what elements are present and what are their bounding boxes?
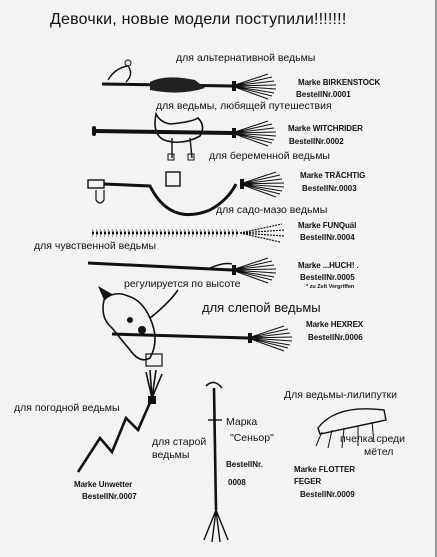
caption-item-5: для чувственной ведьмы	[34, 240, 157, 252]
broom-hexrex	[98, 286, 293, 367]
broom-funqual	[92, 223, 285, 243]
broom-huch	[87, 257, 277, 284]
brand-item-5: Marke ...HUCH! .	[298, 261, 359, 270]
brand-item-1: Marke BIRKENSTOCK	[298, 78, 381, 87]
caption-item-3: для беременной ведьмы	[209, 150, 330, 162]
order-item-4: BestellNr.0004	[300, 233, 355, 242]
brand-item-6: Marke HEXREX	[306, 320, 364, 329]
brand-item-8-line1: Марка	[226, 416, 258, 428]
order-item-3: BestellNr.0003	[302, 184, 357, 193]
order-item-8-line1: BestellNr.	[226, 460, 263, 469]
note-item-5: * zu Zeit Vergriffen	[306, 284, 355, 290]
brand-item-3: Marke TRÄCHTIG	[300, 171, 366, 180]
order-item-1: BestellNr.0001	[296, 90, 351, 99]
caption-item-4: для садо-мазо ведьмы	[216, 204, 328, 216]
order-item-2: BestellNr.0002	[289, 137, 344, 146]
brand-item-2: Marke WITCHRIDER	[288, 124, 363, 133]
broom-trachtig	[87, 171, 285, 216]
order-item-5: BestellNr.0005	[300, 273, 355, 282]
caption-item-2: для ведьмы, любящей путешествия	[156, 100, 332, 112]
brand-item-9-line1: Marke FLOTTER	[294, 465, 355, 474]
caption2-item-9-line2: мётел	[364, 446, 394, 458]
brand-item-4: Marke FUNQuäl	[298, 221, 357, 230]
brand-item-9-line2: FEGER	[294, 477, 322, 486]
caption2-item-9-line1: пчелка среди	[340, 433, 406, 445]
caption-item-8-line1: для старой	[152, 436, 207, 448]
order-item-9: BestellNr.0009	[300, 490, 355, 499]
page-title: Девочки, новые модели поступили!!!!!!!	[50, 11, 347, 28]
broom-unwetter	[76, 369, 163, 473]
brand-item-8-line2: "Сеньор"	[230, 432, 274, 444]
caption-item-1: для альтернативной ведьмы	[176, 52, 316, 64]
height-adjustable-caption: регулируется по высоте	[124, 278, 241, 290]
caption-item-7: для погодной ведьмы	[14, 402, 120, 414]
brand-item-7: Marke Unwetter	[74, 480, 133, 489]
caption-item-9: Для ведьмы-лилипутки	[284, 389, 397, 401]
broom-witchrider	[92, 111, 277, 161]
broom-senior	[203, 381, 229, 543]
order-item-6: BestellNr.0006	[308, 333, 363, 342]
order-item-7: BestellNr.0007	[82, 492, 137, 501]
order-item-8-line2: 0008	[228, 478, 246, 487]
broom-flotter-feger	[315, 408, 387, 449]
caption-item-6: для слепой ведьмы	[202, 300, 321, 315]
broom-birkenstock	[101, 59, 277, 100]
caption-item-8-line2: ведьмы	[152, 449, 190, 461]
